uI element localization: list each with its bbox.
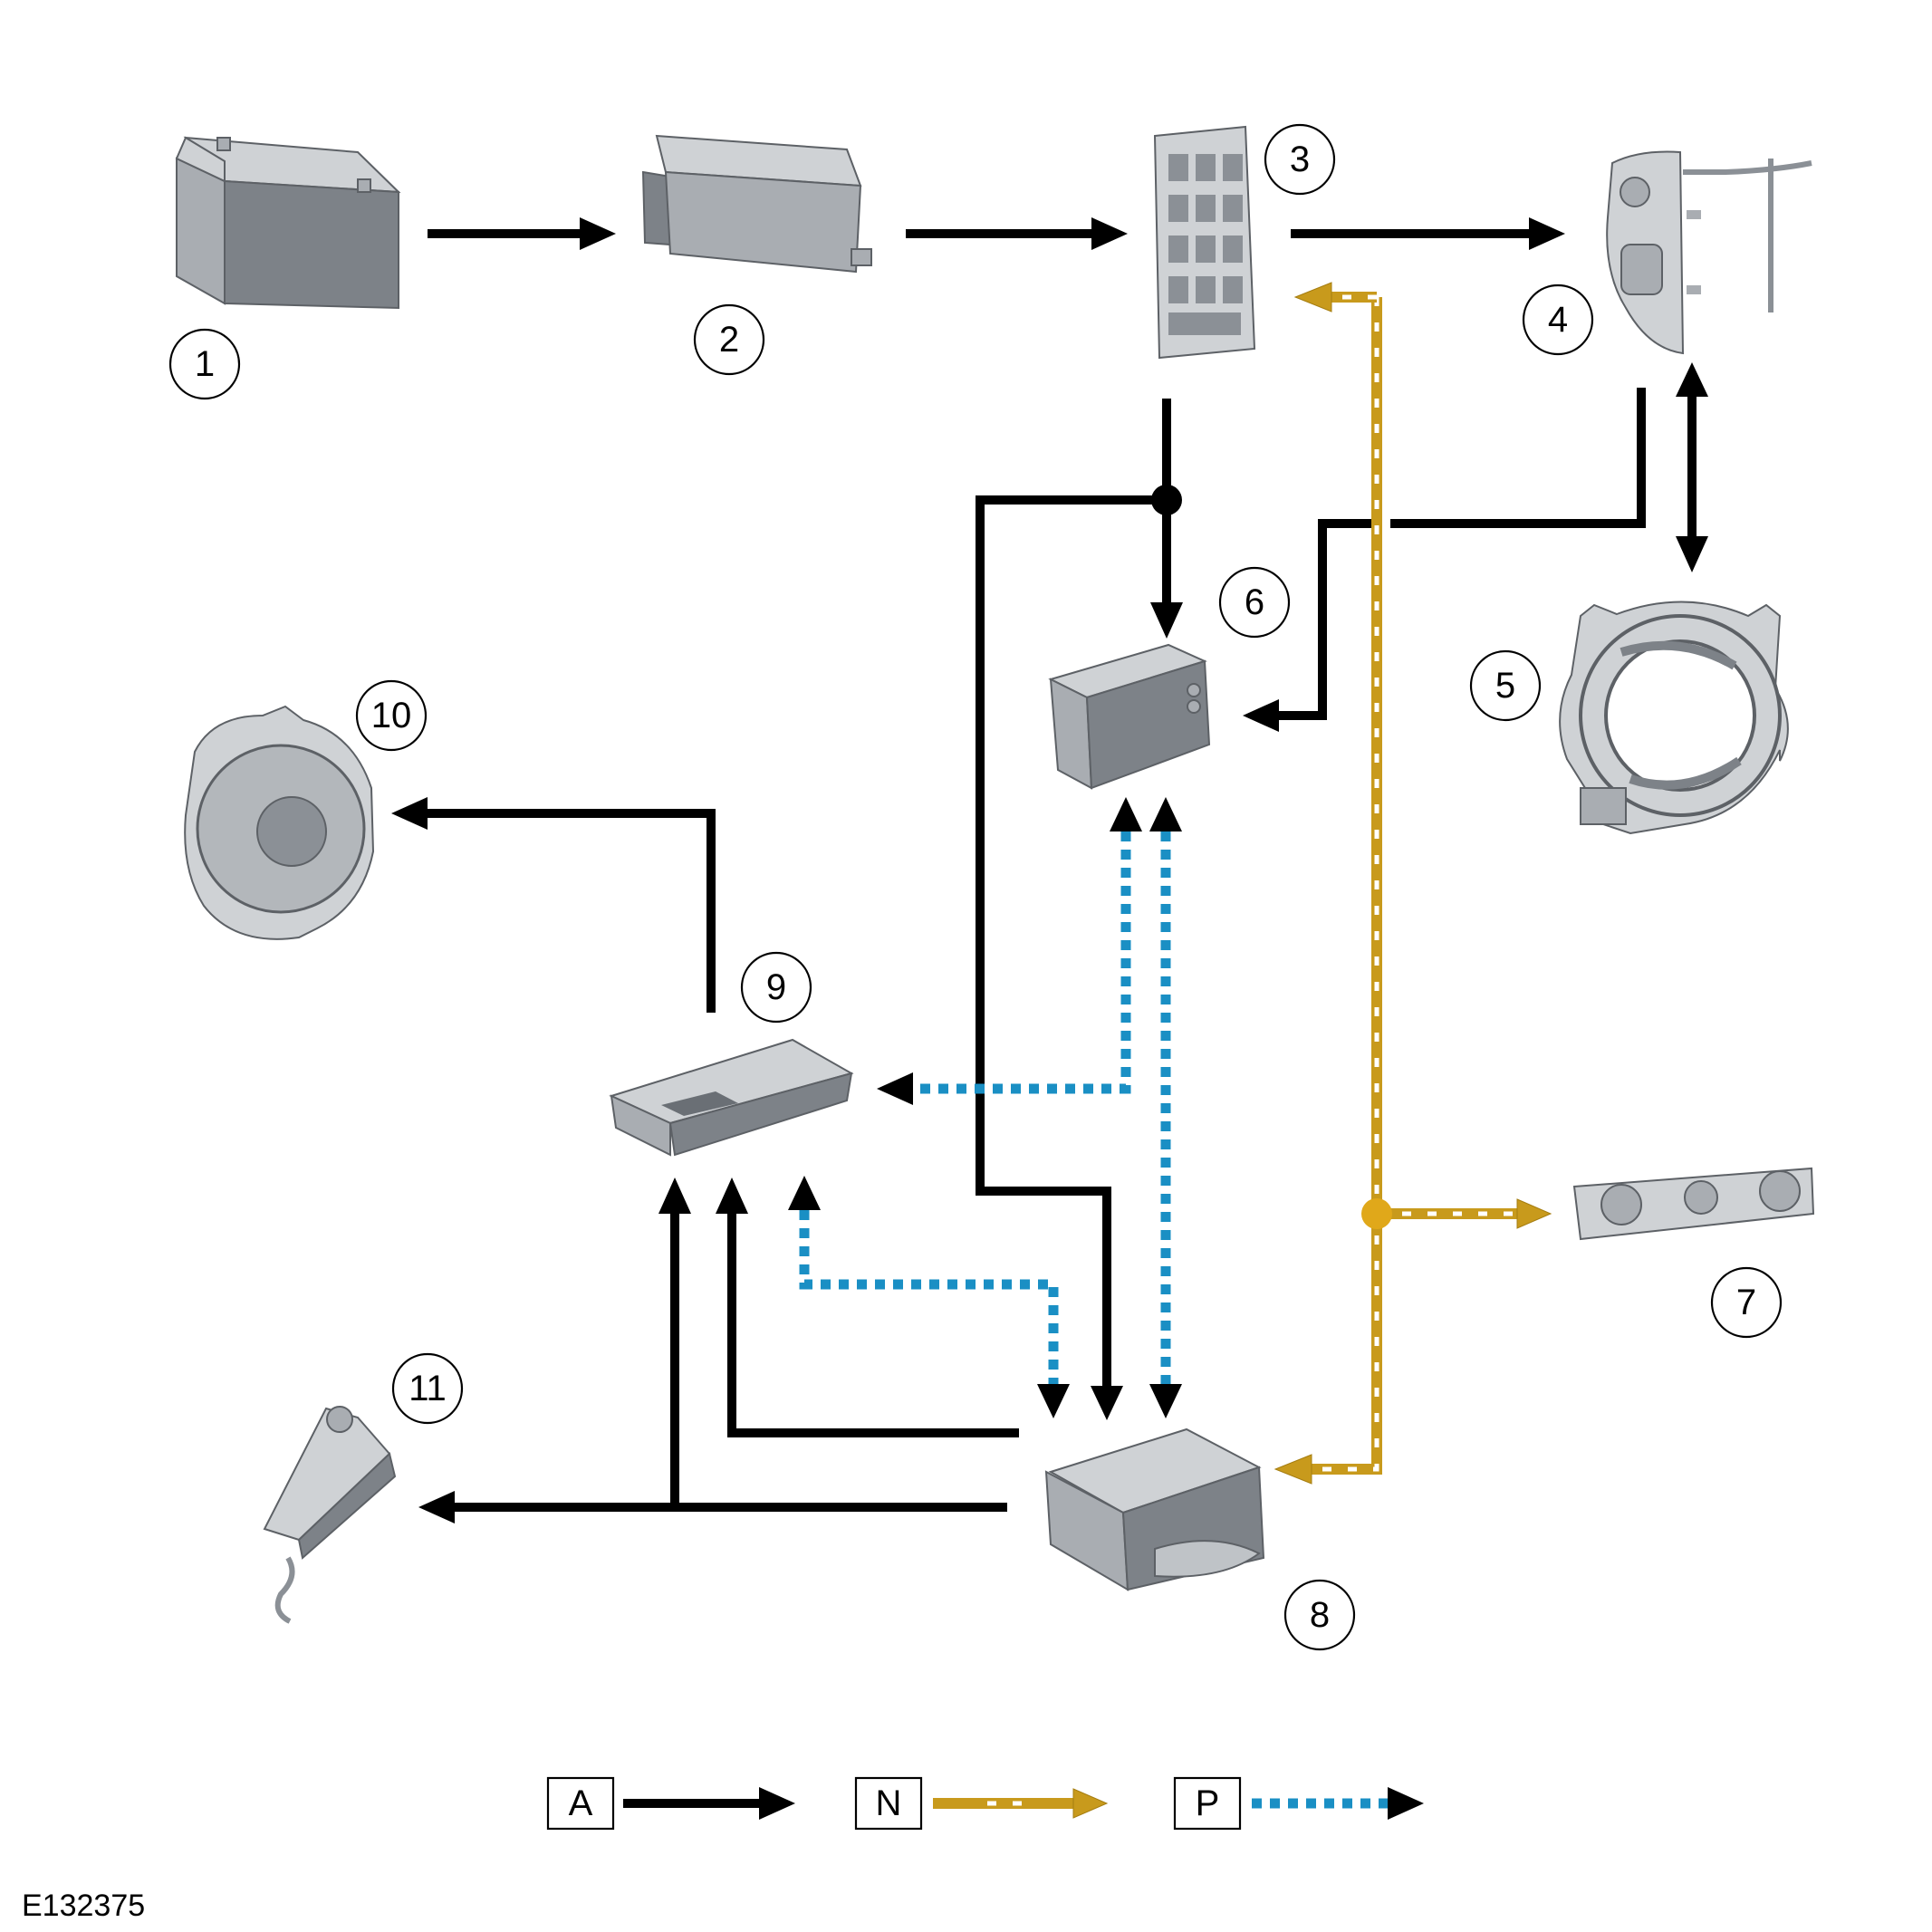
svg-text:4: 4 xyxy=(1548,300,1568,340)
svg-text:11: 11 xyxy=(409,1369,447,1408)
amplifier-icon xyxy=(609,1038,854,1157)
callout-2: 2 xyxy=(693,303,765,376)
steering-wheel-switch-icon xyxy=(1606,150,1812,355)
fuse-box-icon xyxy=(641,134,872,274)
junction-box-icon xyxy=(1153,125,1256,360)
legend: A N P xyxy=(546,1776,1424,1831)
svg-text:P: P xyxy=(1196,1783,1220,1823)
callout-1: 1 xyxy=(168,328,241,400)
battery-icon xyxy=(175,136,401,310)
callout-9: 9 xyxy=(740,951,812,1024)
speaker-icon xyxy=(184,705,375,940)
svg-text:2: 2 xyxy=(719,320,739,360)
antenna-module-icon xyxy=(263,1406,397,1624)
legend-item-a: A xyxy=(546,1776,795,1831)
svg-text:1: 1 xyxy=(195,344,215,384)
wires-p xyxy=(788,797,1182,1418)
callout-7: 7 xyxy=(1710,1266,1783,1339)
svg-text:8: 8 xyxy=(1310,1595,1330,1635)
svg-text:5: 5 xyxy=(1495,666,1515,706)
svg-text:10: 10 xyxy=(371,696,412,735)
callout-3: 3 xyxy=(1264,123,1336,196)
callout-6: 6 xyxy=(1218,566,1291,639)
svg-text:7: 7 xyxy=(1736,1283,1756,1322)
control-module-icon xyxy=(1048,643,1211,790)
reference-number: E132375 xyxy=(22,1889,145,1923)
callout-10: 10 xyxy=(355,679,428,752)
callout-11: 11 xyxy=(391,1352,464,1425)
control-panel-icon xyxy=(1572,1167,1815,1241)
clockspring-icon xyxy=(1559,601,1789,835)
svg-text:A: A xyxy=(569,1783,593,1823)
callout-5: 5 xyxy=(1469,649,1542,722)
wires-n xyxy=(1274,282,1552,1485)
audio-unit-icon xyxy=(1044,1427,1265,1591)
legend-item-p: P xyxy=(1173,1776,1424,1831)
wires-a xyxy=(391,217,1708,1523)
callout-4: 4 xyxy=(1522,284,1594,356)
callout-8: 8 xyxy=(1283,1579,1356,1651)
svg-text:6: 6 xyxy=(1245,582,1264,622)
legend-item-n: N xyxy=(854,1776,1109,1831)
svg-text:3: 3 xyxy=(1290,139,1310,179)
svg-text:9: 9 xyxy=(766,967,786,1007)
svg-text:N: N xyxy=(876,1783,902,1823)
